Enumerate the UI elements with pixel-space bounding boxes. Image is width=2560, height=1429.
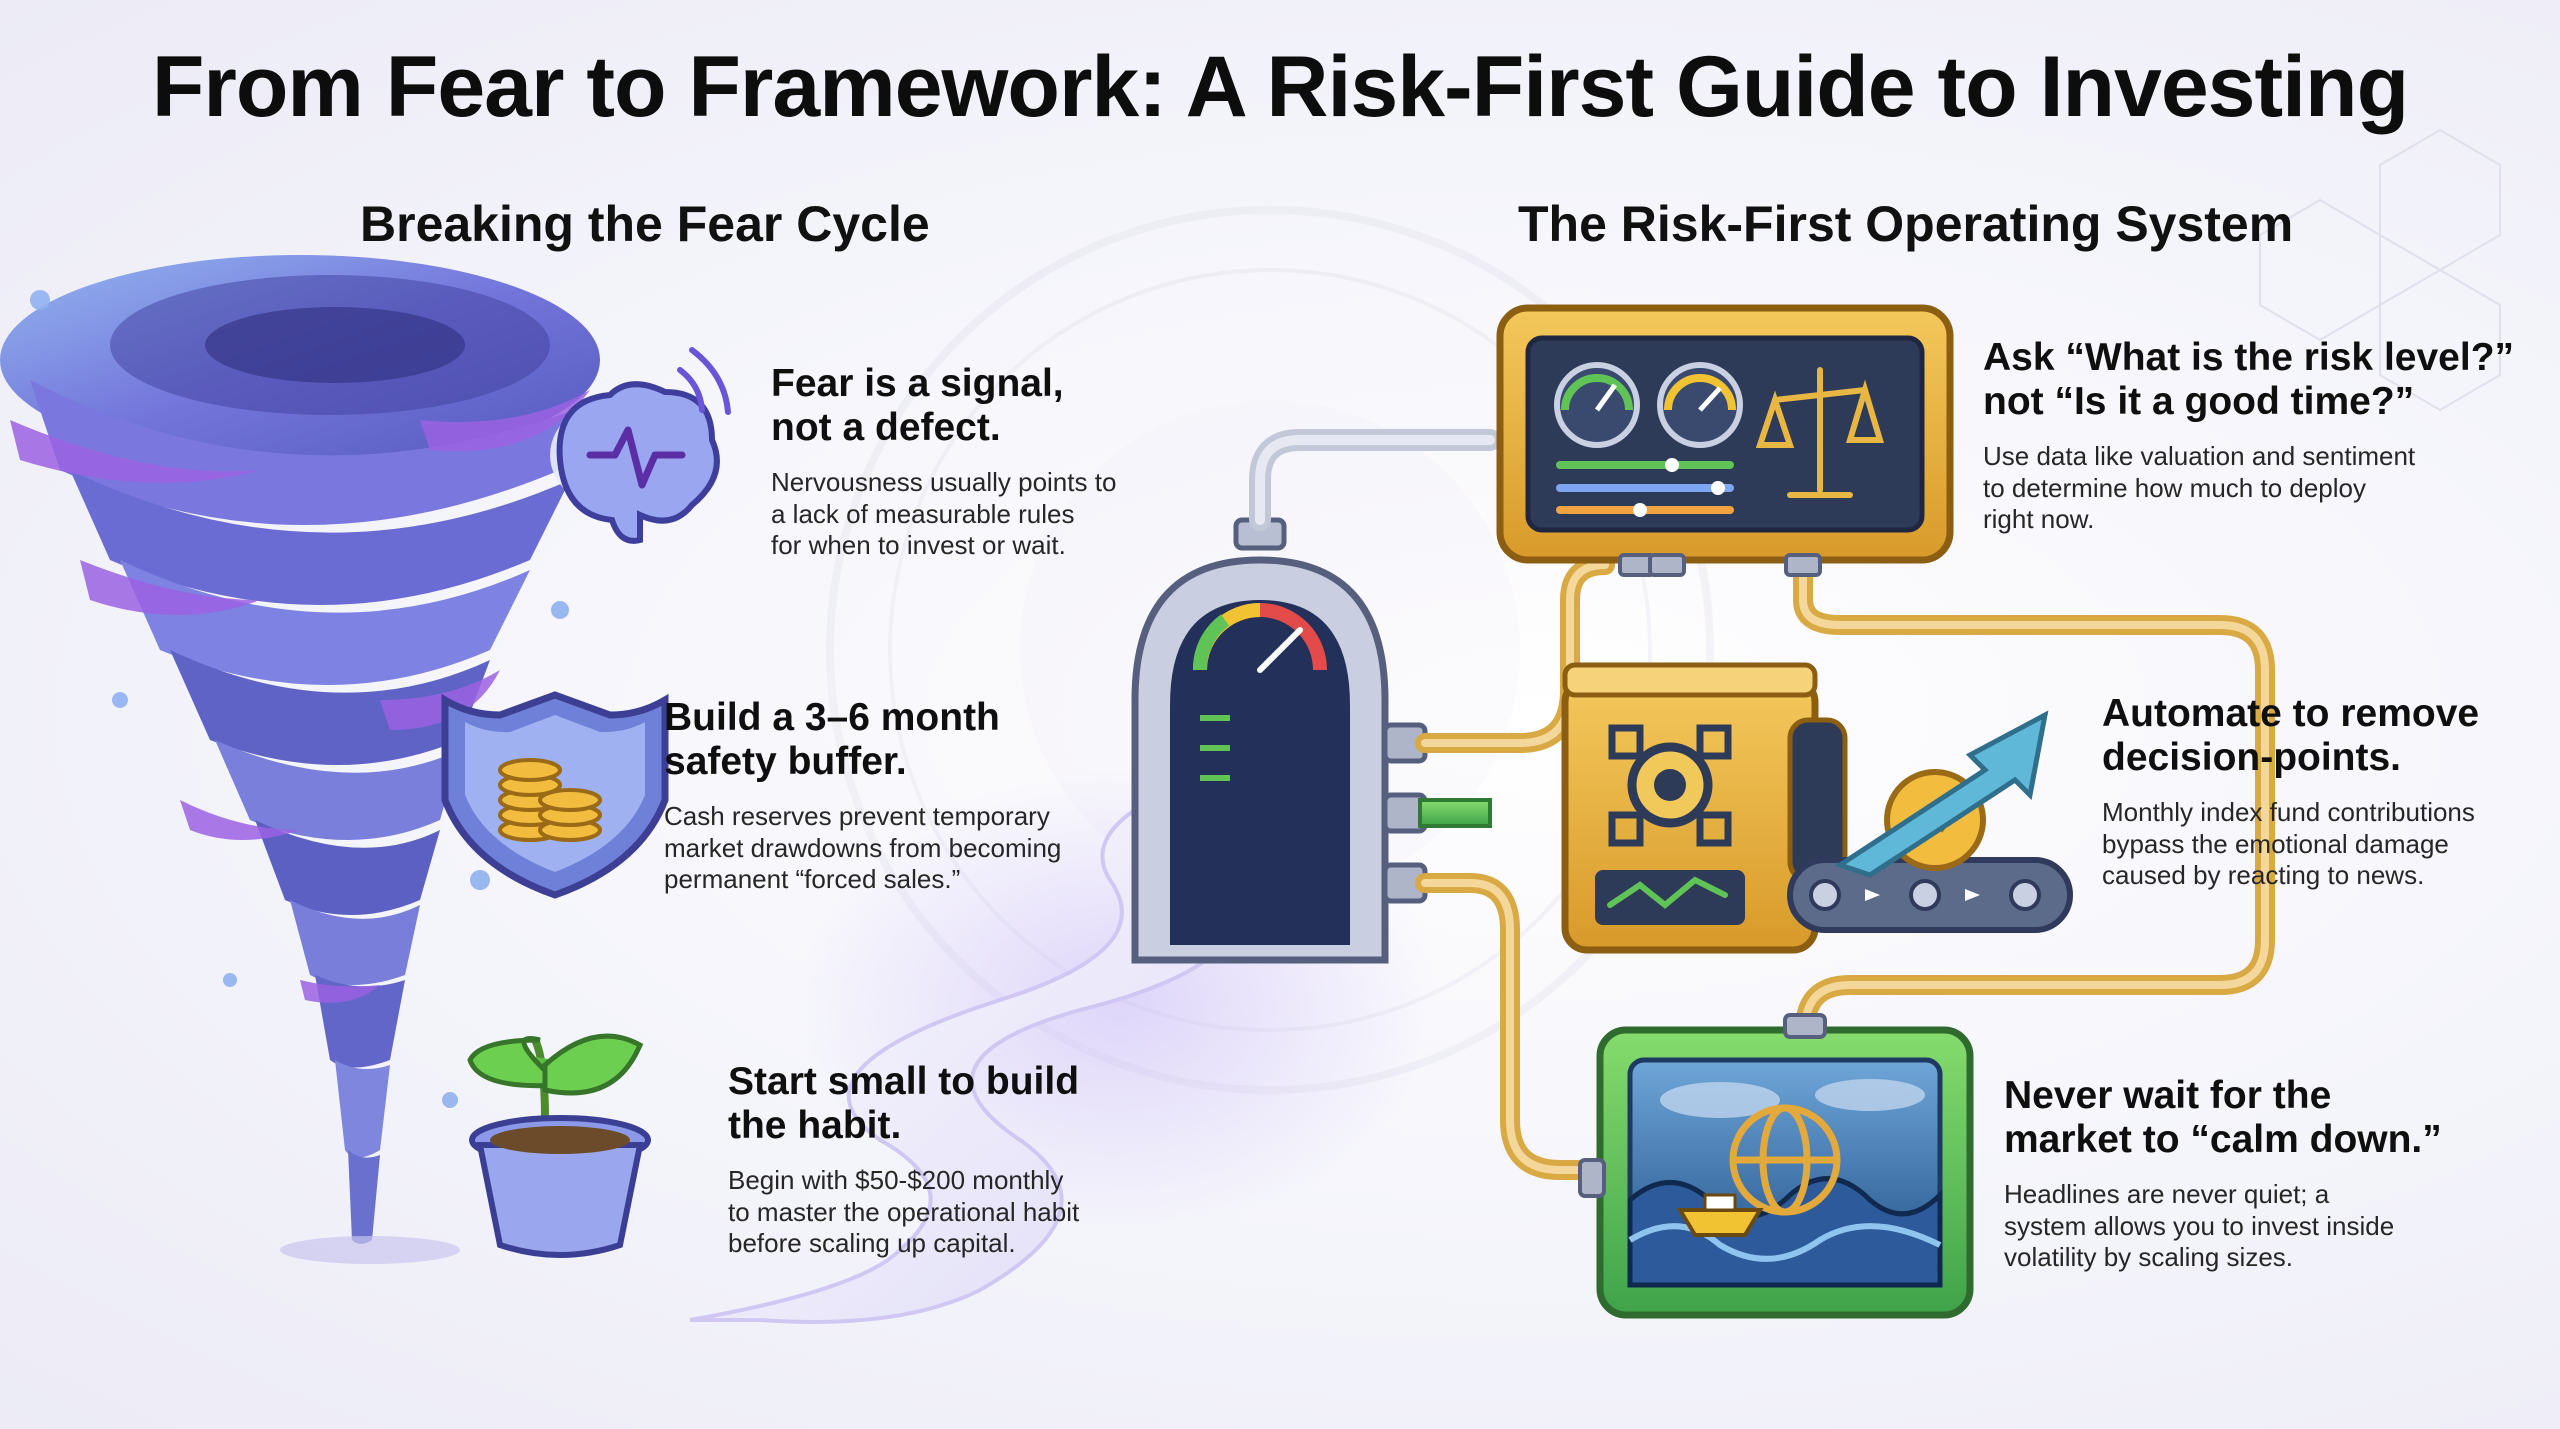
brain-icon: [550, 347, 731, 544]
right-item-title: Automate to remove decision-points.: [2102, 692, 2542, 781]
pipes-icon: [1249, 429, 2275, 1180]
left-item-body: Cash reserves prevent temporary market d…: [664, 801, 1124, 896]
title-line: decision-points.: [2102, 736, 2402, 780]
left-item-fear-signal: Fear is a signal, not a defect. Nervousn…: [771, 362, 1191, 562]
left-item-title: Fear is a signal, not a defect.: [771, 362, 1191, 451]
right-item-title: Never wait for the market to “calm down.…: [2004, 1074, 2504, 1163]
body-line: Begin with $50-$200 monthly: [728, 1164, 1064, 1195]
title-line: Fear is a signal,: [771, 362, 1064, 405]
gateway-arch-icon: [1131, 517, 1492, 964]
body-line: Use data like valuation and sentiment: [1983, 440, 2416, 471]
body-line: to determine how much to deploy: [1983, 472, 2366, 503]
title-line: Build a 3–6 month: [664, 696, 1000, 739]
title-line: safety buffer.: [664, 740, 907, 784]
right-item-title: Ask “What is the risk level?” not “Is it…: [1983, 336, 2543, 425]
body-line: a lack of measurable rules: [771, 498, 1075, 529]
page-title: From Fear to Framework: A Risk-First Gui…: [151, 39, 2409, 135]
left-item-start-small: Start small to build the habit. Begin wi…: [728, 1060, 1168, 1260]
stormy-sea-icon: [1578, 1013, 1974, 1319]
tornado-icon: [0, 255, 622, 1264]
title-line: Automate to remove: [2102, 692, 2480, 735]
right-item-body: Use data like valuation and sentiment to…: [1983, 441, 2543, 536]
body-line: Monthly index fund contributions: [2102, 796, 2475, 827]
body-line: to master the operational habit: [728, 1196, 1080, 1227]
body-line: Cash reserves prevent temporary: [664, 800, 1050, 831]
left-item-title: Build a 3–6 month safety buffer.: [664, 696, 1124, 785]
body-line: volatility by scaling sizes.: [2004, 1242, 2293, 1273]
body-line: bypass the emotional damage: [2102, 828, 2449, 859]
left-item-body: Begin with $50-$200 monthly to master th…: [728, 1165, 1168, 1260]
body-line: Headlines are never quiet; a: [2004, 1178, 2330, 1209]
body-line: permanent “forced sales.”: [664, 864, 961, 895]
sprout-pot-icon: [467, 1033, 651, 1258]
right-section-title: The Risk-First Operating System: [1518, 196, 2294, 252]
body-line: before scaling up capital.: [728, 1228, 1016, 1259]
right-item-body: Headlines are never quiet; a system allo…: [2004, 1179, 2504, 1274]
title-line: not “Is it a good time?”: [1983, 380, 2415, 424]
body-line: Nervousness usually points to: [771, 466, 1117, 497]
left-item-title: Start small to build the habit.: [728, 1060, 1168, 1149]
title-line: the habit.: [728, 1104, 902, 1148]
title-line: Never wait for the: [2004, 1074, 2332, 1117]
title-line: not a defect.: [771, 406, 1001, 450]
hex-pattern-icon: [2259, 128, 2501, 412]
dashboard-icon: [1496, 304, 1954, 577]
right-item-never-wait: Never wait for the market to “calm down.…: [2004, 1074, 2504, 1274]
left-item-body: Nervousness usually points to a lack of …: [771, 467, 1191, 562]
left-item-safety-buffer: Build a 3–6 month safety buffer. Cash re…: [664, 696, 1124, 896]
body-line: caused by reacting to news.: [2102, 860, 2425, 891]
automation-machine-icon: [1561, 662, 2073, 954]
title-line: Start small to build: [728, 1060, 1080, 1103]
body-line: market drawdowns from becoming: [664, 832, 1062, 863]
title-line: Ask “What is the risk level?”: [1983, 336, 2515, 379]
left-section-title: Breaking the Fear Cycle: [360, 196, 930, 252]
body-line: for when to invest or wait.: [771, 530, 1066, 561]
title-line: market to “calm down.”: [2004, 1118, 2442, 1162]
right-item-body: Monthly index fund contributions bypass …: [2102, 797, 2542, 892]
right-item-risk-level: Ask “What is the risk level?” not “Is it…: [1983, 336, 2543, 536]
shield-coins-icon: [441, 691, 669, 899]
body-line: system allows you to invest inside: [2004, 1210, 2395, 1241]
body-line: right now.: [1983, 504, 2095, 535]
right-item-automate: Automate to remove decision-points. Mont…: [2102, 692, 2542, 892]
